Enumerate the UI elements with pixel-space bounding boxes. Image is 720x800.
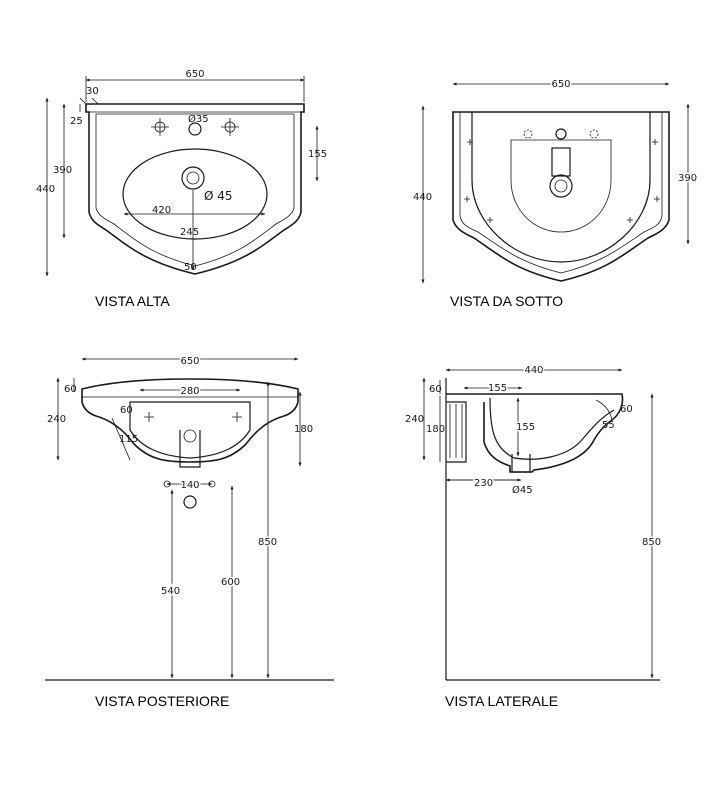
top-dim-245: 245: [180, 227, 199, 238]
top-bowl: [122, 148, 268, 240]
top-dim-390: 390: [53, 165, 72, 176]
side-mounting-hatch: [449, 404, 463, 458]
rear-dim-180: 180: [294, 424, 313, 435]
rear-spigot: [179, 430, 201, 468]
bottom-dim-390: 390: [678, 173, 697, 184]
side-dim-60: 60: [429, 384, 442, 395]
bottom-drain-inner: [554, 179, 568, 193]
rear-pipe-hole: [183, 495, 197, 509]
rear-dim-540: 540: [161, 586, 180, 597]
side-mounting-block: [446, 401, 467, 463]
top-dim-155: 155: [308, 149, 327, 160]
side-view-caption: VISTA LATERALE: [445, 693, 558, 709]
rear-basin-outline: [81, 378, 299, 463]
side-basin-outer: [446, 393, 624, 473]
rear-dim-650: 650: [180, 356, 199, 367]
bottom-view-caption: VISTA DA SOTTO: [450, 293, 563, 309]
top-dim-30: 30: [86, 86, 99, 97]
bottom-fixing-points: [464, 139, 660, 223]
top-dim-25: 25: [70, 116, 83, 127]
rear-fixing-right: [232, 412, 242, 422]
top-dim-420: 420: [152, 205, 171, 216]
side-dim-230: 230: [474, 478, 493, 489]
side-dim-60r: 60: [620, 404, 633, 415]
rear-dim-850: 850: [258, 537, 277, 548]
rear-dim-600: 600: [221, 577, 240, 588]
rear-dim-140: 140: [180, 480, 199, 491]
bottom-inner-outline: [459, 112, 663, 274]
side-dim-155a: 155: [488, 383, 507, 394]
top-dim-440: 440: [36, 184, 55, 195]
bottom-hole-center: [555, 128, 567, 140]
side-drain: [511, 454, 531, 473]
side-view: 440 155 60 240 180 155 60 55 230 Ø45 850…: [405, 364, 663, 710]
rear-dim-60b: 60: [120, 405, 133, 416]
bottom-pedestal-cutout: [471, 112, 651, 263]
rear-dim-280: 280: [180, 386, 199, 397]
rear-dim-240: 240: [47, 414, 66, 425]
side-dim-240: 240: [405, 414, 424, 425]
top-inner-outline: [95, 113, 295, 267]
top-tap-hole: [188, 122, 202, 136]
rear-dim-115: 115: [119, 434, 138, 445]
bottom-bowl-underside: [510, 139, 612, 233]
top-dim-650-ext: [85, 76, 305, 102]
rear-view: 140 650 280 60 240 60 115 180 850 540 60…: [45, 355, 334, 709]
side-dim-55: 55: [602, 420, 615, 431]
top-side-hole-right: [221, 118, 239, 136]
side-rim-curve: [595, 399, 613, 421]
side-dim-155b: 155: [516, 422, 535, 433]
side-basin-inner: [489, 397, 615, 460]
rear-wall-outline: [129, 401, 251, 459]
top-drain-inner: [186, 171, 200, 185]
rear-dim-115-line: [111, 417, 131, 461]
top-dim-30-ticks: [79, 97, 99, 105]
side-dim-drain: Ø45: [512, 484, 533, 496]
side-dim-850: 850: [642, 537, 661, 548]
top-basin-outline: [85, 103, 305, 275]
rear-drain-hole: [183, 429, 197, 443]
top-view-caption: VISTA ALTA: [95, 293, 170, 309]
bottom-outline: [452, 111, 670, 282]
top-drain-outer: [181, 166, 205, 190]
rear-view-caption: VISTA POSTERIORE: [95, 693, 229, 709]
rear-dim-60a: 60: [64, 384, 77, 395]
bottom-hole-right: [589, 129, 599, 139]
side-dim-180: 180: [426, 424, 445, 435]
top-view: 650 30 25 Ø35 155 390 440 420 Ø 45 245 5…: [36, 69, 327, 309]
bottom-dim-440: 440: [413, 192, 432, 203]
bottom-view: 650 440 390 VISTA DA SOTTO: [413, 78, 699, 310]
bottom-drain-spigot: [551, 147, 571, 177]
bottom-drain-outer: [549, 174, 573, 198]
top-side-hole-left: [151, 118, 169, 136]
side-dim-440: 440: [524, 365, 543, 376]
bottom-dim-650: 650: [551, 79, 570, 90]
top-dim-50: 50: [184, 262, 197, 273]
top-dim-35: Ø35: [188, 113, 209, 125]
rear-fixing-left: [144, 412, 154, 422]
top-dim-drain: Ø 45: [204, 189, 233, 203]
bottom-hole-left: [523, 129, 533, 139]
top-dim-650: 650: [185, 69, 204, 80]
